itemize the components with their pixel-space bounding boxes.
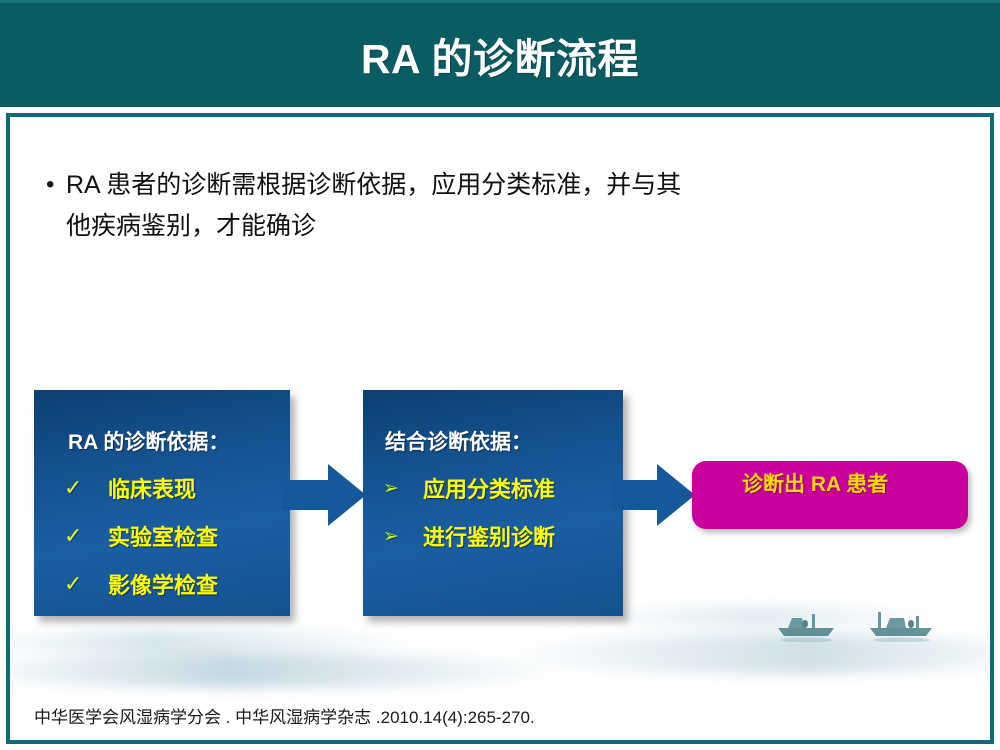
boat-icon-right [864,606,940,642]
check-icon: ✓ [64,571,83,596]
list-item: ➢ 应用分类标准 [383,464,623,512]
flow-box-diagnosis-basis[interactable]: RA 的诊断依据： ✓ 临床表现 ✓ 实验室检查 ✓ 影像学检查 [34,390,290,616]
bullet-paragraph: • RA 患者的诊断需根据诊断依据，应用分类标准，并与其他疾病鉴别，才能确诊 [40,165,690,247]
list-item: ✓ 临床表现 [64,464,290,512]
list-item: ✓ 实验室检查 [64,512,290,560]
list-item-label: 实验室检查 [108,525,219,550]
mist-band-2 [10,630,430,656]
header-top-accent-line [0,0,1000,3]
slide-header-band: RA 的诊断流程 [0,0,1000,107]
slide-body: • RA 患者的诊断需根据诊断依据，应用分类标准，并与其他疾病鉴别，才能确诊 R… [10,117,990,740]
page-title: RA 的诊断流程 [360,36,640,82]
boat-icon-left [772,606,842,642]
list-item-label: 应用分类标准 [423,477,556,502]
right-arrow-icon-1 [282,462,366,528]
mist-band-3 [500,634,990,674]
flow-box-result-label: 诊断出 RA 患者 [742,473,889,496]
mist-band-4 [570,606,950,628]
bullet-dot-icon: • [46,171,55,198]
right-arrow-icon-2 [611,462,695,528]
flow-box-1-heading: RA 的诊断依据： [68,431,230,454]
flow-box-result[interactable]: 诊断出 RA 患者 [692,461,968,529]
list-item: ✓ 影像学检查 [64,560,290,608]
bullet-paragraph-text: RA 患者的诊断需根据诊断依据，应用分类标准，并与其他疾病鉴别，才能确诊 [66,171,682,240]
list-item-label: 进行鉴别诊断 [423,525,556,550]
citation-text: 中华医学会风湿病学分会 . 中华风湿病学杂志 .2010.14(4):265-2… [34,708,535,727]
arrow-bullet-icon: ➢ [383,525,399,547]
arrow-bullet-icon: ➢ [383,477,399,499]
mist-band-1 [10,654,570,688]
slide-body-frame: • RA 患者的诊断需根据诊断依据，应用分类标准，并与其他疾病鉴别，才能确诊 R… [6,113,994,744]
list-item-label: 临床表现 [108,477,197,502]
flow-box-1-list: ✓ 临床表现 ✓ 实验室检查 ✓ 影像学检查 [34,464,290,608]
flow-box-combine-basis[interactable]: 结合诊断依据： ➢ 应用分类标准 ➢ 进行鉴别诊断 [363,390,623,616]
flow-box-2-list: ➢ 应用分类标准 ➢ 进行鉴别诊断 [363,464,623,560]
list-item-label: 影像学检查 [108,573,219,598]
check-icon: ✓ [64,523,83,548]
list-item: ➢ 进行鉴别诊断 [383,512,623,560]
check-icon: ✓ [64,475,83,500]
flow-box-2-heading: 结合诊断依据： [385,431,532,454]
